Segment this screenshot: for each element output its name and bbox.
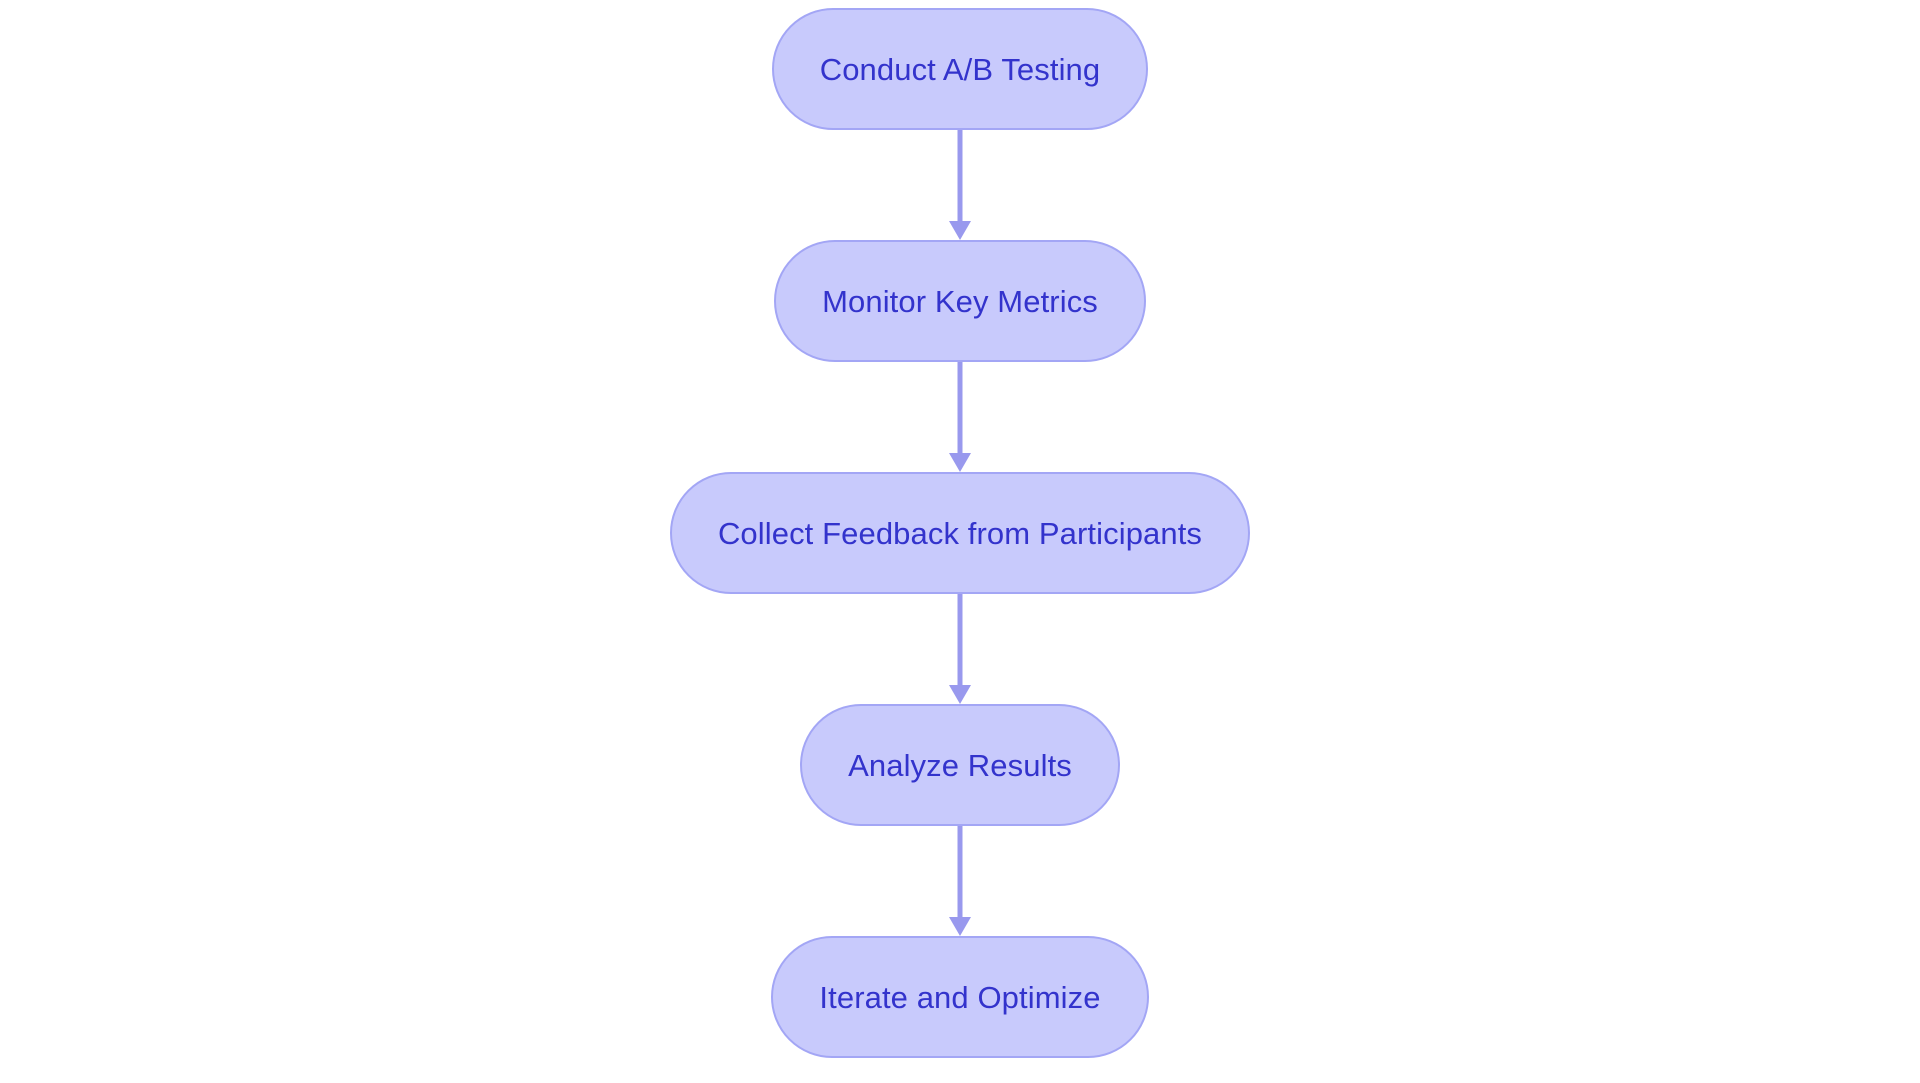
flow-edge-collect-feedback-from-participants-to-analyze-results [940,594,980,704]
flow-node-label: Collect Feedback from Participants [717,515,1203,551]
flow-node-conduct-ab-testing[interactable]: Conduct A/B Testing [771,8,1149,130]
flow-node-label: Analyze Results [848,747,1072,783]
flow-node-monitor-key-metrics[interactable]: Monitor Key Metrics [774,240,1146,362]
edge-line [957,826,963,918]
flow-edge-monitor-key-metrics-to-collect-feedback-from-participants [940,362,980,472]
flow-node-label: Conduct A/B Testing [819,51,1101,87]
edge-line [957,594,963,686]
down-arrow-icon [949,221,971,240]
down-arrow-icon [949,685,971,704]
flow-node-analyze-results[interactable]: Analyze Results [800,704,1120,826]
flow-node-label: Iterate and Optimize [819,979,1101,1015]
flow-node-collect-feedback-from-participants[interactable]: Collect Feedback from Participants [669,472,1251,594]
down-arrow-icon [949,453,971,472]
flow-node-iterate-and-optimize[interactable]: Iterate and Optimize [771,936,1149,1058]
flow-edge-analyze-results-to-iterate-and-optimize [940,826,980,936]
flow-node-label: Monitor Key Metrics [822,283,1098,319]
edge-line [957,362,963,454]
down-arrow-icon [949,917,971,936]
edge-line [957,130,963,222]
flow-edge-conduct-ab-testing-to-monitor-key-metrics [940,130,980,240]
